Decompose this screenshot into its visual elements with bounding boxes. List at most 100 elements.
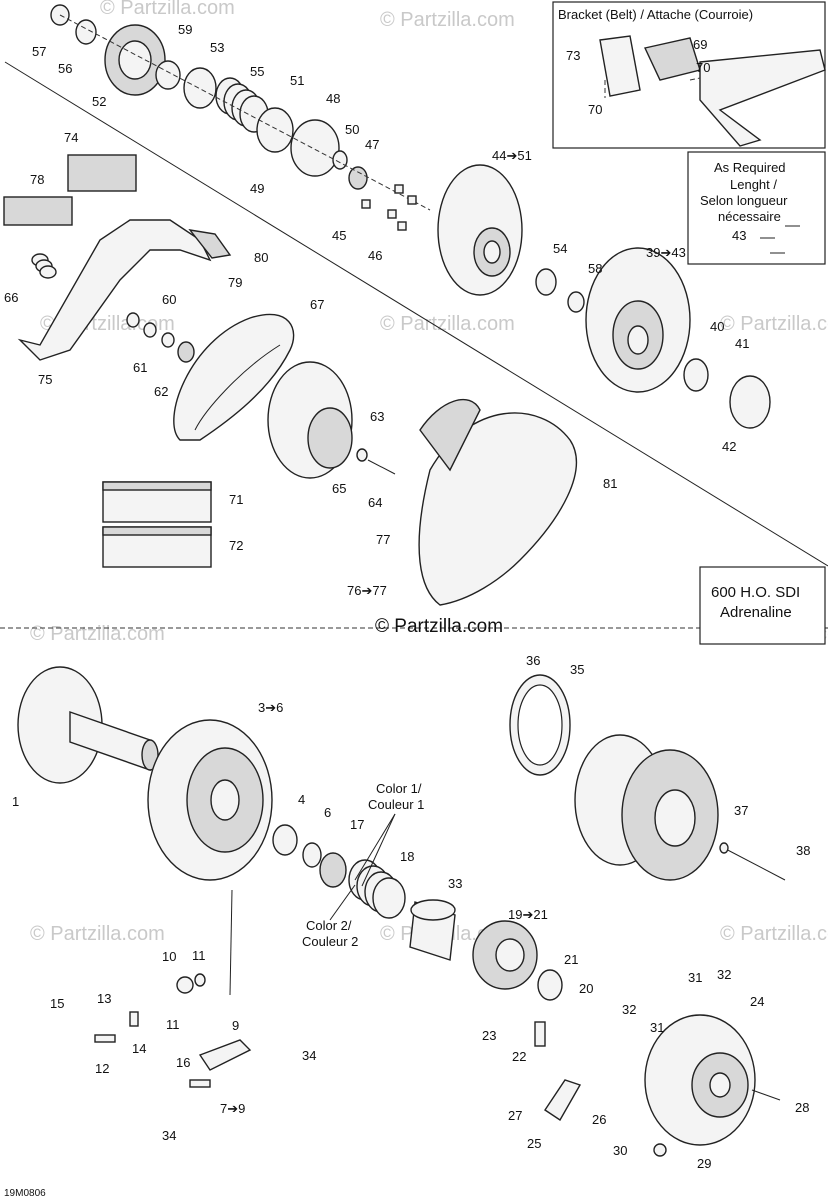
bracket-box: Bracket (Belt) / Attache (Courroie) 73 6…: [552, 1, 826, 149]
svg-text:Lenght /: Lenght /: [730, 177, 777, 192]
clip-50: [332, 150, 348, 170]
svg-text:24: 24: [750, 994, 764, 1009]
svg-text:71: 71: [229, 492, 243, 507]
as-required-box: As Required Lenght / Selon longueur néce…: [687, 151, 826, 265]
svg-text:76➔77: 76➔77: [347, 583, 387, 598]
svg-text:12: 12: [95, 1061, 109, 1076]
svg-text:23: 23: [482, 1028, 496, 1043]
svg-text:60: 60: [162, 292, 176, 307]
svg-text:62: 62: [154, 384, 168, 399]
pulley-39: [585, 247, 691, 393]
svg-text:© Partzilla.com: © Partzilla.com: [720, 313, 828, 335]
spring-18: [348, 859, 406, 919]
svg-text:1: 1: [12, 794, 19, 809]
svg-text:© Partzilla.com: © Partzilla.com: [380, 9, 515, 31]
svg-text:52: 52: [92, 94, 106, 109]
svg-text:20: 20: [579, 981, 593, 996]
svg-text:11: 11: [192, 948, 206, 963]
svg-text:© Partzilla.com: © Partzilla.com: [380, 313, 515, 335]
svg-text:67: 67: [310, 297, 324, 312]
svg-text:42: 42: [722, 439, 736, 454]
svg-text:39➔43: 39➔43: [646, 245, 686, 260]
svg-text:63: 63: [370, 409, 384, 424]
nut-30: [653, 1143, 667, 1157]
svg-text:© Partzilla.com: © Partzilla.com: [100, 0, 235, 19]
svg-text:19➔21: 19➔21: [508, 907, 548, 922]
svg-text:31: 31: [688, 970, 702, 985]
svg-text:6: 6: [324, 805, 331, 820]
svg-text:69: 69: [693, 37, 707, 52]
spring-color-labels: Color 1/ Couleur 1 Color 2/ Couleur 2: [302, 781, 424, 949]
bolt-38: [719, 845, 786, 881]
guard-cover-76: [418, 412, 578, 606]
svg-text:59: 59: [178, 22, 192, 37]
upper-callouts: 57 56 52 59 53 55 51 48 50 47 49 44➔51 4…: [4, 22, 749, 598]
svg-text:© Partzilla.com: © Partzilla.com: [30, 623, 165, 645]
pin-16: [189, 1079, 211, 1088]
svg-text:80: 80: [254, 250, 268, 265]
bolts-45-46: [361, 184, 417, 231]
svg-text:© Partzilla.com: © Partzilla.com: [720, 923, 828, 945]
bushing-10: [176, 976, 194, 994]
svg-text:18: 18: [400, 849, 414, 864]
svg-text:25: 25: [527, 1136, 541, 1151]
svg-text:35: 35: [570, 662, 584, 677]
diagram-code: 19M0806: [4, 1188, 46, 1199]
svg-text:37: 37: [734, 803, 748, 818]
svg-text:32: 32: [717, 967, 731, 982]
roller-13: [129, 1011, 139, 1027]
ring-59: [155, 60, 181, 90]
svg-text:44➔51: 44➔51: [492, 148, 532, 163]
svg-text:As Required: As Required: [714, 160, 786, 175]
svg-text:15: 15: [50, 996, 64, 1011]
svg-text:49: 49: [250, 181, 264, 196]
svg-text:55: 55: [250, 64, 264, 79]
spring-66: [31, 253, 57, 279]
svg-text:40: 40: [710, 319, 724, 334]
svg-text:51: 51: [290, 73, 304, 88]
upper-diagonal-divider: [4, 61, 828, 567]
svg-text:22: 22: [512, 1049, 526, 1064]
ring-6: [302, 842, 322, 868]
svg-text:75: 75: [38, 372, 52, 387]
svg-text:10: 10: [162, 949, 176, 964]
svg-text:Bracket (Belt) / Attache (Cour: Bracket (Belt) / Attache (Courroie): [558, 7, 753, 22]
svg-text:54: 54: [553, 241, 567, 256]
svg-text:7➔9: 7➔9: [220, 1101, 245, 1116]
svg-text:53: 53: [210, 40, 224, 55]
driven-pulley-44: [437, 164, 523, 296]
bracket-79: [188, 229, 232, 259]
cover-48: [290, 119, 340, 177]
copyright-text: © Partzilla.com: [375, 616, 503, 637]
washer-37: [719, 842, 729, 854]
svg-text:33: 33: [448, 876, 462, 891]
svg-text:72: 72: [229, 538, 243, 553]
svg-text:70: 70: [696, 60, 710, 75]
svg-text:11: 11: [166, 1017, 180, 1032]
svg-text:Couleur 2: Couleur 2: [302, 934, 358, 949]
movable-sheave-3: [147, 719, 273, 881]
svg-text:Color 1/: Color 1/: [376, 781, 422, 796]
decal-78: [3, 196, 73, 226]
ring-51: [256, 107, 294, 153]
bushing-4: [272, 824, 298, 856]
svg-text:70: 70: [588, 102, 602, 117]
svg-text:43: 43: [732, 228, 746, 243]
svg-text:38: 38: [796, 843, 810, 858]
bushing-53: [183, 67, 217, 109]
washer-62: [177, 341, 195, 363]
bracket-25: [544, 1079, 582, 1121]
pin-12: [94, 1034, 116, 1043]
svg-text:3➔6: 3➔6: [258, 700, 283, 715]
svg-text:Adrenaline: Adrenaline: [720, 604, 792, 621]
svg-text:74: 74: [64, 130, 78, 145]
washer-54: [535, 268, 557, 296]
svg-text:50: 50: [345, 122, 359, 137]
svg-text:Couleur 1: Couleur 1: [368, 797, 424, 812]
svg-text:48: 48: [326, 91, 340, 106]
lower-callouts: 36 35 1 3➔6 4 6 17 18 33 19➔21 21 20 37 …: [12, 653, 810, 1171]
svg-text:79: 79: [228, 275, 242, 290]
svg-text:32: 32: [622, 1002, 636, 1017]
roller-20: [537, 969, 563, 1001]
pin-22: [534, 1021, 546, 1047]
